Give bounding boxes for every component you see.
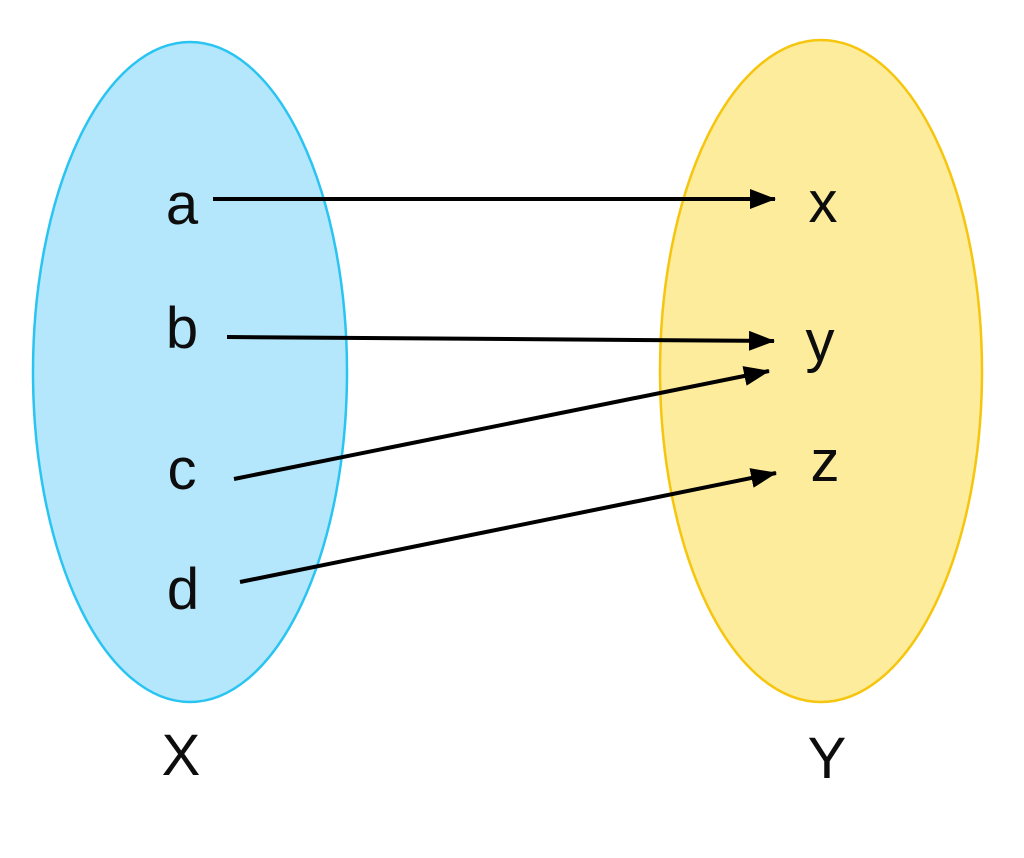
domain-set-ellipse <box>31 40 349 704</box>
mapping-arrow-b-y <box>226 330 775 351</box>
element-label-x: x <box>809 170 838 235</box>
mapping-arrow-d-z <box>239 468 777 584</box>
element-label-b: b <box>166 296 198 361</box>
element-labels-group: ab cd x yz <box>166 170 840 622</box>
mapping-arrows-group <box>213 189 777 584</box>
codomain-set-ellipse <box>658 38 984 704</box>
element-label-a: a <box>166 172 199 237</box>
mapping-arrow-c-y <box>233 366 770 481</box>
element-label-d: d <box>167 557 199 622</box>
element-label-c: c <box>168 437 197 502</box>
codomain-set-name: Y <box>808 726 847 791</box>
element-label-y: y <box>806 309 835 374</box>
domain-set-name: X <box>162 723 201 788</box>
element-label-z: z <box>811 429 840 494</box>
